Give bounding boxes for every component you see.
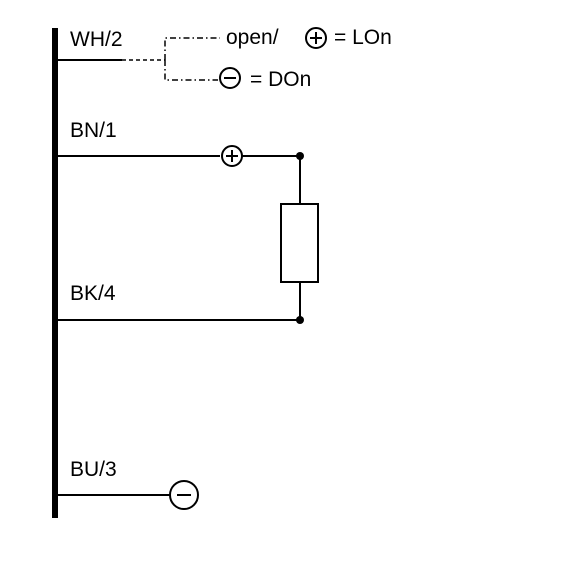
plus-icon bbox=[221, 145, 243, 167]
wire-label-bu: BU/3 bbox=[70, 458, 117, 481]
wire-label-wh: WH/2 bbox=[70, 28, 123, 51]
option-open-label: open/ bbox=[226, 26, 279, 49]
junction-node-bottom bbox=[296, 316, 304, 324]
plus-icon bbox=[305, 27, 327, 49]
wh-branch-upper bbox=[164, 37, 220, 60]
minus-icon bbox=[219, 67, 241, 89]
option-lon-label: = LOn bbox=[334, 26, 392, 49]
wire-label-bn: BN/1 bbox=[70, 119, 117, 142]
option-don-label: = DOn bbox=[250, 68, 311, 91]
load-resistor bbox=[280, 203, 319, 283]
minus-icon bbox=[169, 480, 199, 510]
wire-label-bk: BK/4 bbox=[70, 282, 116, 305]
wh-branch-lower bbox=[164, 60, 218, 81]
